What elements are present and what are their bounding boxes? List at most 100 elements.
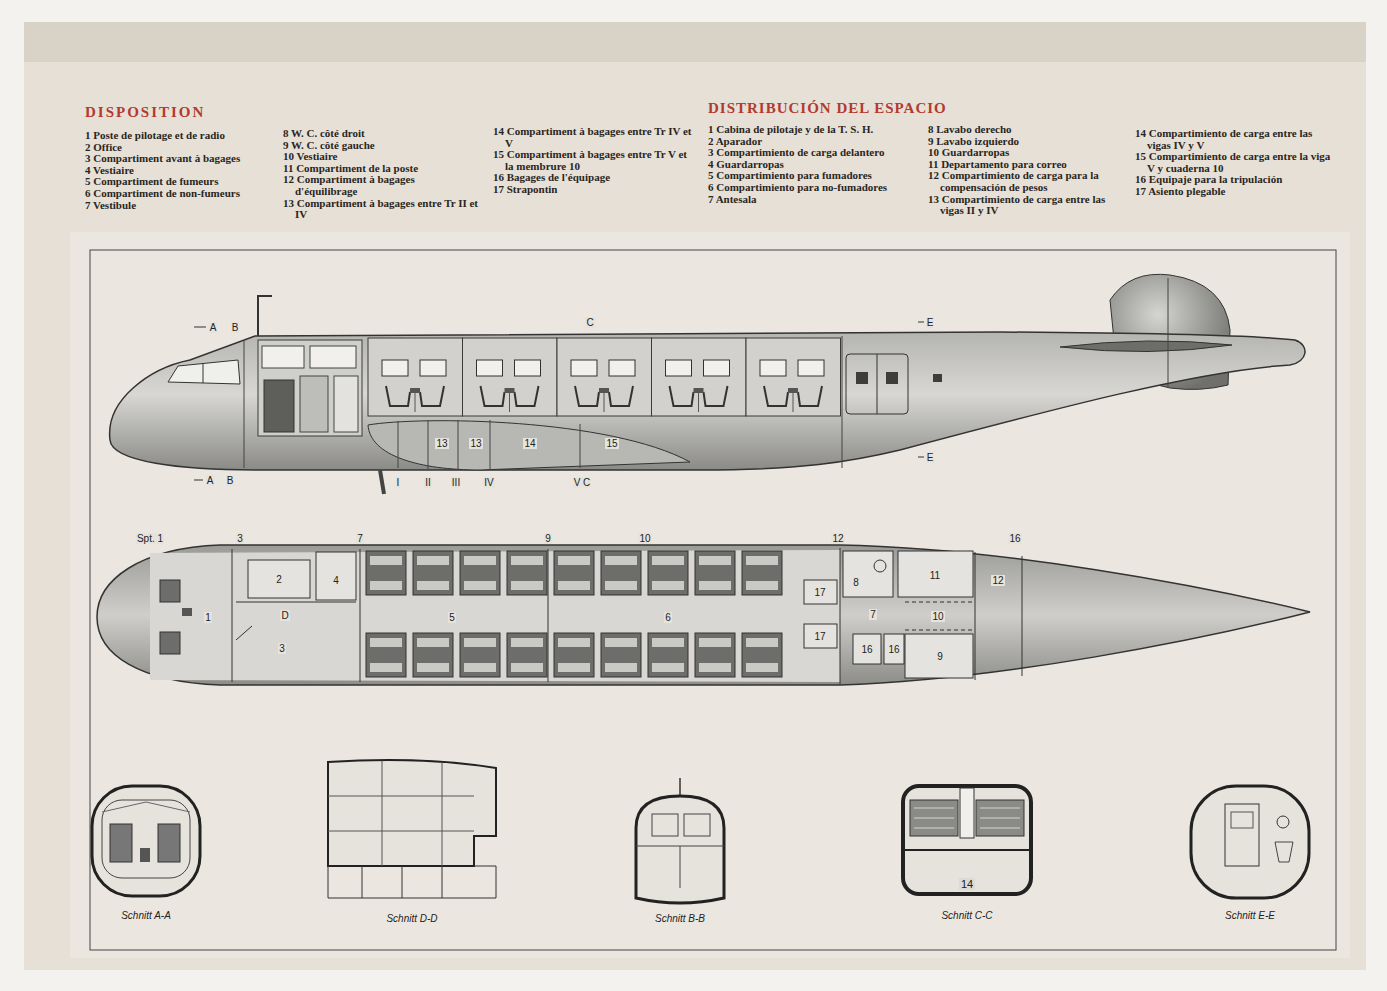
rudder-line [1168,278,1169,388]
seat-cushion [605,638,637,647]
callout-number: 17 [813,587,826,598]
callout-number: B [231,322,240,333]
seat-cushion [511,556,543,565]
seat-profile [386,386,410,406]
galley-door [264,380,294,432]
frame [90,250,1336,950]
legend-item: 1 Cabina de pilotaje y de la T. S. H. [708,124,920,136]
landing-gear [380,470,384,494]
legend-item: 8 Lavabo derecho [928,124,1128,136]
legend-item: 3 Compartiment avant à bagages [85,153,277,165]
seat-cushion [511,638,543,647]
cabin-compartment [463,338,558,416]
seat-cushion [652,556,684,565]
legend-item: 3 Compartimiento de carga delantero [708,147,920,159]
table-leg [415,393,416,412]
seat-cushion [699,556,731,565]
heading: DISPOSITION [85,104,205,121]
table [788,388,798,393]
legend-item: 15 Compartiment à bagages entre Tr V et … [493,149,693,172]
callout-number: 4 [332,575,340,586]
seat-cushion [417,663,449,672]
pilot-seat [160,580,180,602]
seat-cushion [699,663,731,672]
seat-cushion [652,581,684,590]
cabin-window [760,360,786,376]
legend-column: 1 Cabina de pilotaje y de la T. S. H.2 A… [708,124,920,205]
seat-cushion [464,556,496,565]
table-leg [698,393,699,412]
seat-cushion [464,663,496,672]
passenger-seat [507,551,547,595]
cabin-window [609,360,635,376]
passenger-seat [695,633,735,677]
cabin-compartment [652,338,747,416]
callout-number: V C [573,477,592,488]
seat-cushion [558,663,590,672]
legend-item: 9 W. C. côté gauche [283,140,479,152]
callout-number: 14 [523,438,536,449]
legend-item: 2 Office [85,142,277,154]
section-outline [322,756,502,926]
seat-cushion [605,663,637,672]
seat-profile [798,386,822,406]
legend-column: 14 Compartiment à bagages entre Tr IV et… [493,126,693,196]
callout-number: 6 [664,612,672,623]
seat-cushion [417,556,449,565]
callout-number: 1 [204,612,212,623]
legend-column: 14 Compartimiento de carga entre las vig… [1135,128,1331,198]
seat-cushion [699,581,731,590]
callout-number: 17 [813,631,826,642]
legend-item: 6 Compartiment de non-fumeurs [85,188,277,200]
cabin-window [798,360,824,376]
legend-item: 17 Strapontin [493,184,693,196]
seat-cushion [417,581,449,590]
section-outline [1185,782,1315,922]
bulkhead [244,340,245,468]
callout-number: II [424,477,432,488]
table-leg [509,393,510,412]
seat-profile [670,386,694,406]
cockpit-window [168,360,240,384]
callout-number: 9 [936,651,944,662]
galley-cutaway [258,340,362,436]
callout-number: 15 [605,438,618,449]
seat-profile [420,386,444,406]
plate [70,232,1350,958]
callout-number: 7 [356,533,364,544]
seat-cushion [746,581,778,590]
callout-number: 16 [1008,533,1021,544]
section-caption: Schnitt D-D [386,913,437,925]
callout-number: 8 [852,577,860,588]
seat-cushion [370,556,402,565]
legend-item: 17 Asiento plegable [1135,186,1331,198]
callout-number: I [396,477,401,488]
wardrobe [300,376,328,432]
passenger-seat [648,633,688,677]
seat-cushion [464,638,496,647]
passenger-seat [413,551,453,595]
partition [236,602,356,640]
callout-number: 12 [991,575,1004,586]
callout-number: E [926,317,935,328]
section-view: 14Schnitt C-C [898,778,1036,926]
callout-number: 3 [236,533,244,544]
section-outline [88,782,204,922]
callout-number: 2 [275,574,283,585]
section-caption: Schnitt A-A [121,910,171,922]
wardrobe [334,376,358,432]
seat-profile [575,386,599,406]
callout-number: 5 [448,612,456,623]
callout-number: 12 [831,533,844,544]
jump-seat [804,580,837,604]
passenger-seat [742,633,782,677]
legend-item: 13 Compartimiento de carga entre las vig… [928,194,1128,217]
passenger-seat [742,551,782,595]
seat-profile [704,386,728,406]
seat-cushion [370,581,402,590]
section-view: Schnitt B-B [628,778,732,928]
cabin-compartment [368,338,463,416]
passenger-seat [554,633,594,677]
legend-item: 15 Compartimiento de carga entre la viga… [1135,151,1331,174]
